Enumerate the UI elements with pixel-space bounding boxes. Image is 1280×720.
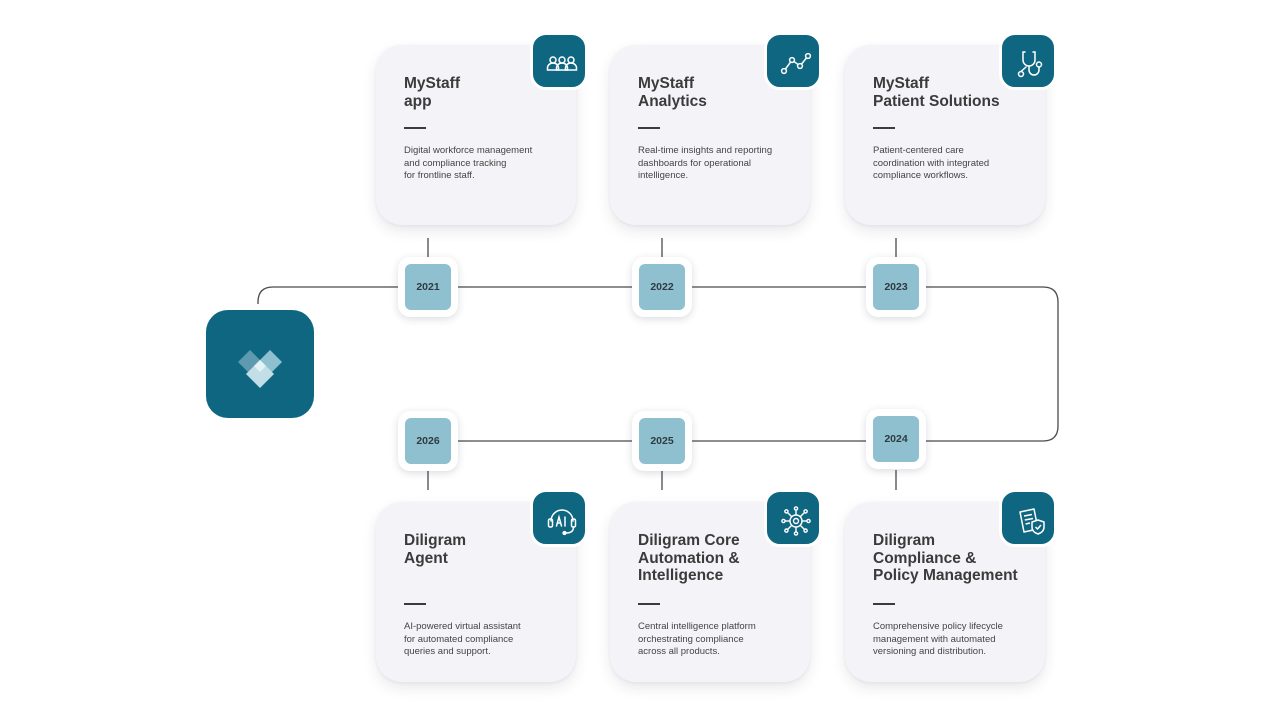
card-divider: [873, 127, 895, 129]
card-title: MyStaff app: [404, 75, 460, 110]
year-marker-2021: 2021: [398, 257, 458, 317]
people-group-icon-badge: [530, 32, 588, 90]
chip-network-icon-badge: [764, 489, 822, 547]
card-title: Diligram Compliance & Policy Management: [873, 532, 1018, 584]
card-divider: [638, 603, 660, 605]
diligram-logo: [206, 310, 314, 418]
ai-headset-icon-badge: [530, 489, 588, 547]
card-description: AI-powered virtual assistant for automat…: [404, 621, 521, 657]
card-description: Patient-centered care coordination with …: [873, 145, 990, 181]
year-marker-2022: 2022: [632, 257, 692, 317]
card-divider: [638, 127, 660, 129]
stethoscope-icon-badge: [999, 32, 1057, 90]
ai-headset-icon: [547, 509, 577, 536]
year-marker-2026: 2026: [398, 411, 458, 471]
chip-network-icon: [781, 506, 811, 536]
card-title: Diligram Core Automation & Intelligence: [638, 532, 740, 584]
card-title: Diligram Agent: [404, 532, 467, 567]
card-description: Comprehensive policy lifecycle managemen…: [873, 621, 1003, 657]
year-label: 2022: [639, 264, 685, 310]
stethoscope-icon: [1017, 51, 1043, 78]
policy-document-icon-badge: [999, 489, 1057, 547]
card-divider: [404, 603, 426, 605]
card-divider: [873, 603, 895, 605]
card-description: Digital workforce management and complia…: [404, 145, 533, 181]
diligram-logo-icon: [238, 350, 282, 388]
year-label: 2023: [873, 264, 919, 310]
analytics-line-icon-badge: [764, 32, 822, 90]
year-label: 2024: [873, 416, 919, 462]
card-title: MyStaff Analytics: [638, 75, 707, 110]
analytics-line-icon: [780, 52, 812, 75]
year-marker-2023: 2023: [866, 257, 926, 317]
card-divider: [404, 127, 426, 129]
card-description: Real-time insights and reporting dashboa…: [638, 145, 773, 181]
timeline-path: [257, 286, 1059, 442]
card-title: MyStaff Patient Solutions: [873, 75, 1000, 110]
year-label: 2021: [405, 264, 451, 310]
milestone-card-2021: MyStaff app Digital workforce management…: [376, 45, 576, 225]
year-label: 2025: [639, 418, 685, 464]
card-description: Central intelligence platform orchestrat…: [638, 621, 756, 657]
year-marker-2024: 2024: [866, 409, 926, 469]
year-label: 2026: [405, 418, 451, 464]
people-group-icon: [546, 56, 578, 71]
policy-document-icon: [1019, 508, 1045, 535]
year-marker-2025: 2025: [632, 411, 692, 471]
